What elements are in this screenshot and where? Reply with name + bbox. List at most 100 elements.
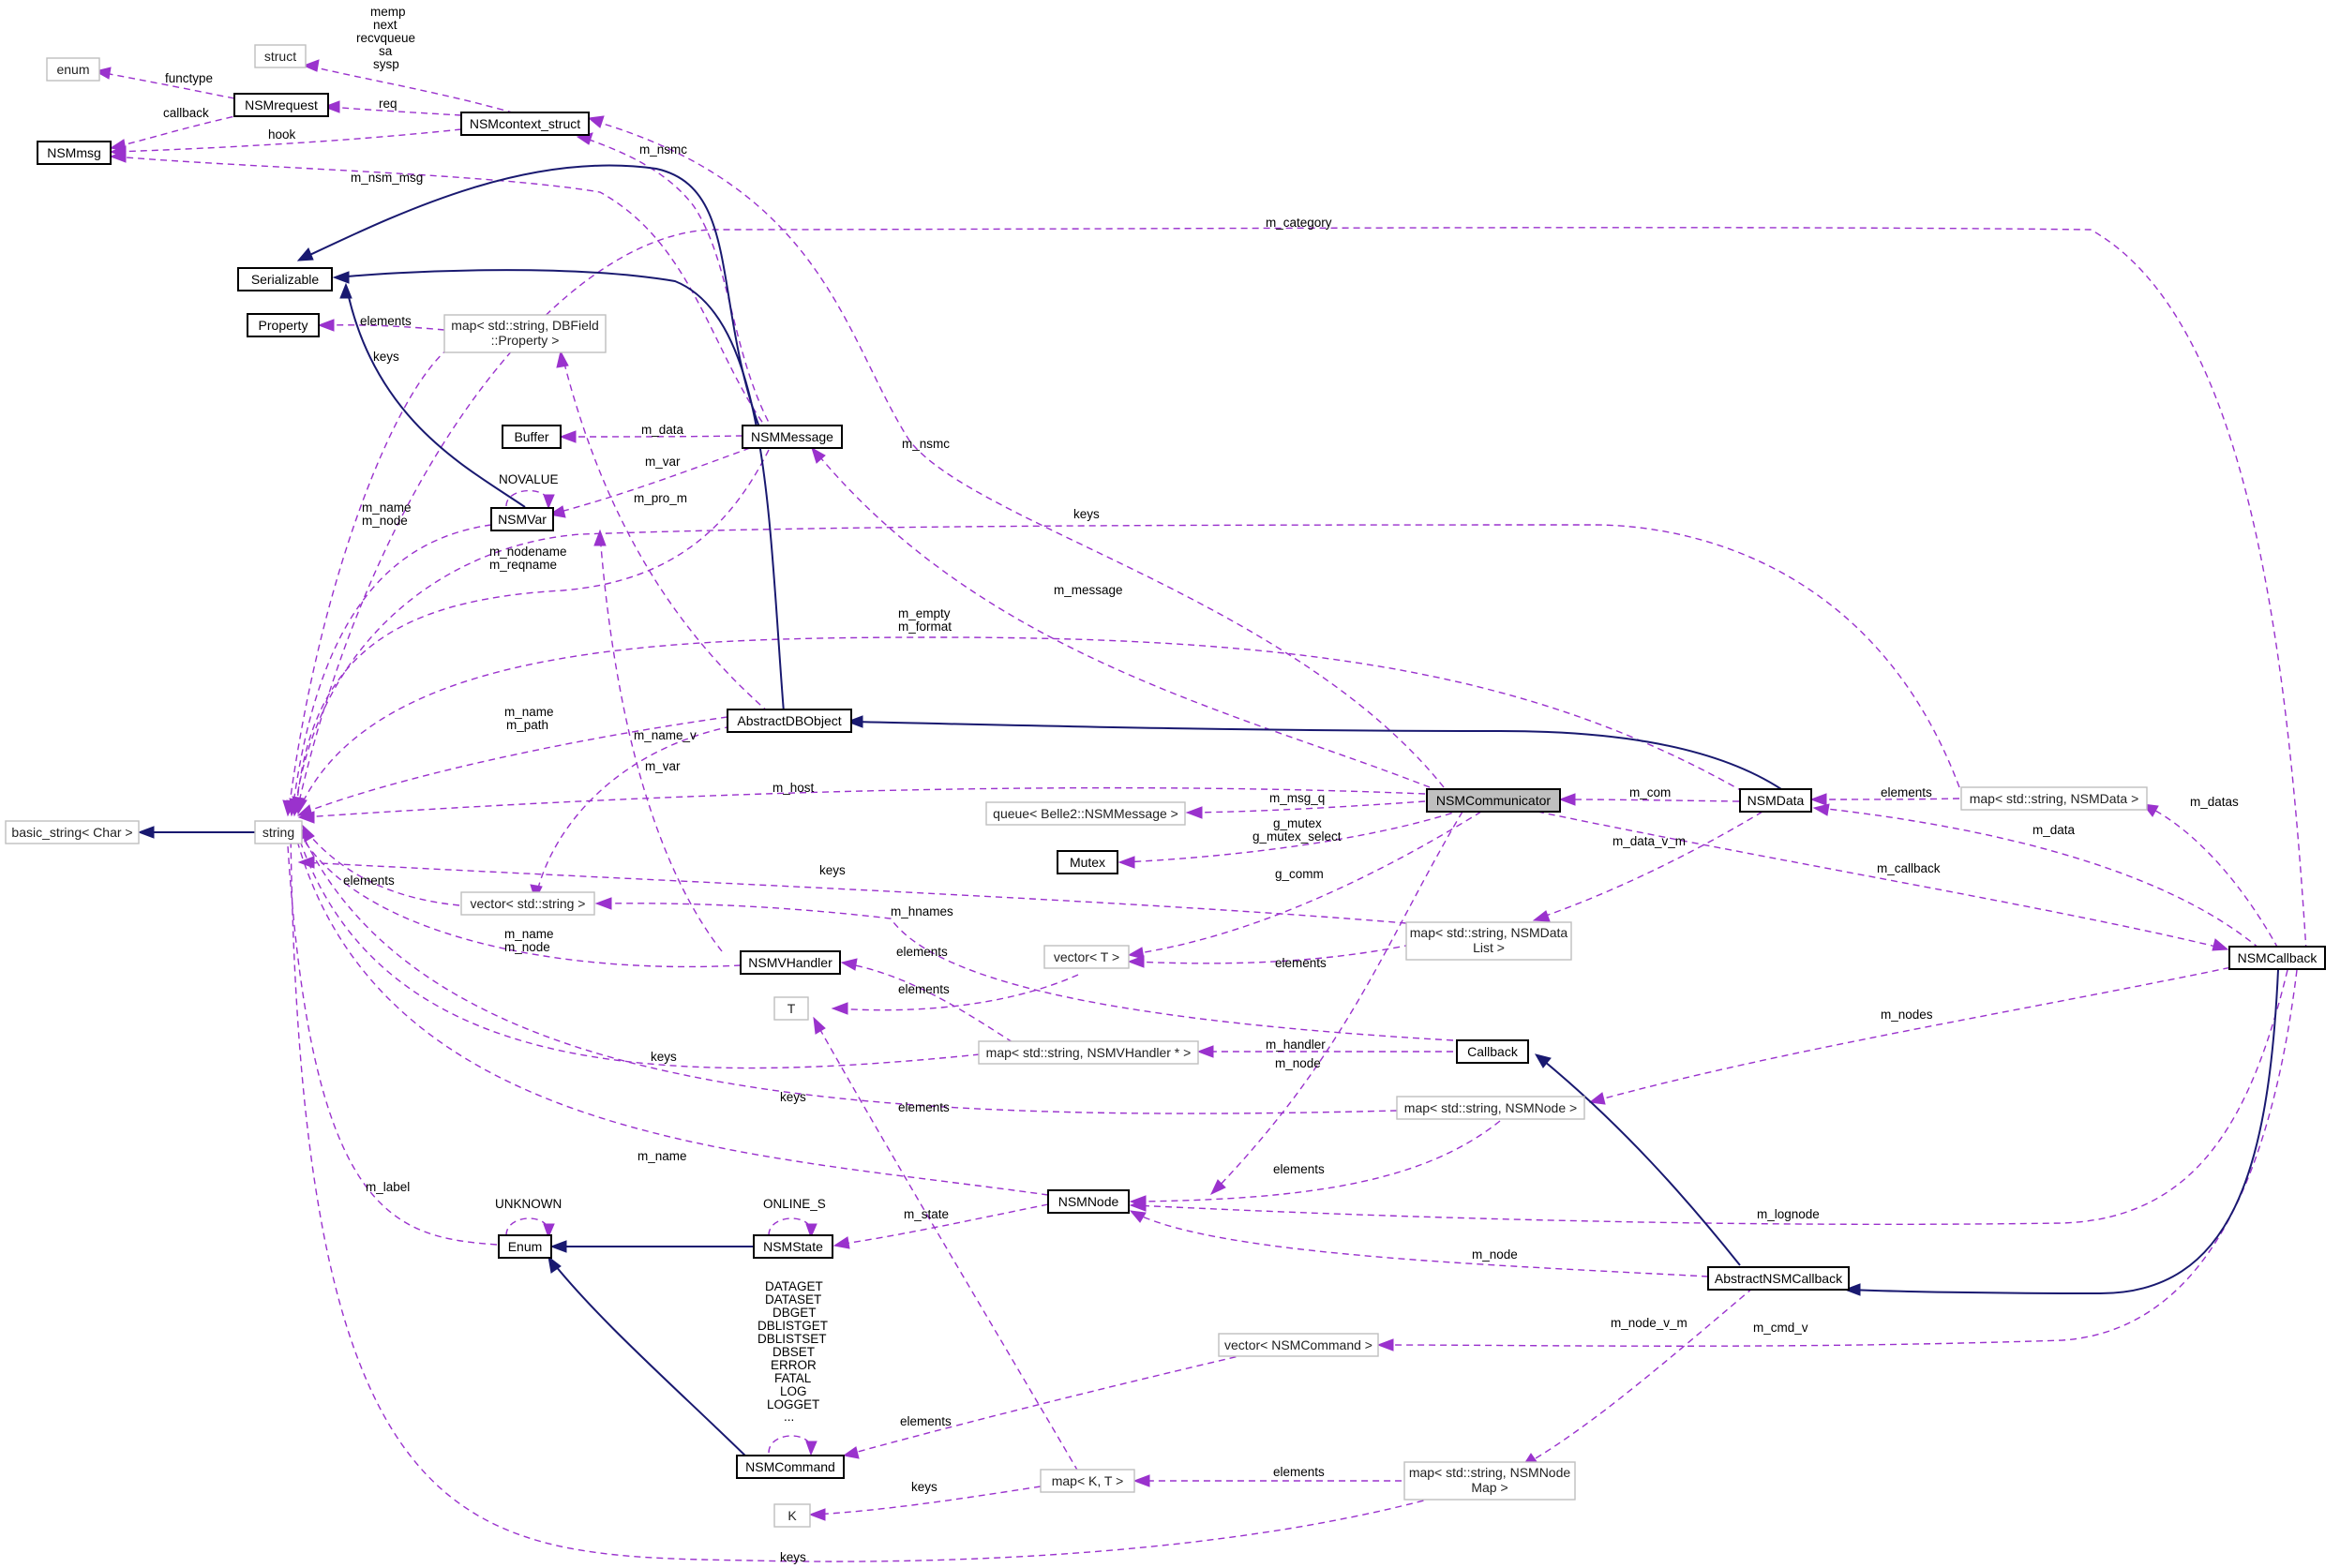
- svg-text:NSMVar: NSMVar: [498, 512, 547, 527]
- label-elements-kt: elements: [1273, 1465, 1325, 1479]
- edge-communicator-context: [587, 115, 1445, 788]
- node-nsmrequest[interactable]: NSMrequest: [233, 93, 329, 117]
- node-nsmcommand[interactable]: NSMCommand: [736, 1455, 845, 1479]
- label-recvqueue: recvqueue: [356, 31, 415, 45]
- edge-message-nsmmsg: [109, 150, 770, 432]
- label-m-var-msg: m_var: [645, 455, 681, 469]
- node-nsmdata[interactable]: NSMData: [1739, 788, 1812, 813]
- svg-text:NSMMessage: NSMMessage: [751, 429, 833, 444]
- node-vector-nsmcommand[interactable]: vector< NSMCommand >: [1218, 1333, 1379, 1357]
- edge-communicator-callback: [1537, 811, 2229, 951]
- node-basic-string[interactable]: basic_string< Char >: [5, 820, 140, 844]
- node-nsmcontext-struct[interactable]: NSMcontext_struct: [460, 112, 590, 136]
- label-cmd-2: DATASET: [765, 1292, 821, 1307]
- svg-text:NSMcontext_struct: NSMcontext_struct: [470, 116, 580, 131]
- edge-message-serializable: [296, 164, 760, 428]
- label-m-callback: m_callback: [1877, 861, 1941, 875]
- node-callback[interactable]: Callback: [1456, 1039, 1529, 1064]
- label-keys-nsmdata: keys: [1073, 507, 1100, 521]
- label-keys-nodemap: keys: [780, 1090, 806, 1104]
- label-sa: sa: [379, 44, 393, 58]
- node-nsmcommunicator[interactable]: NSMCommunicator: [1426, 788, 1561, 813]
- label-cmd-4: DBLISTGET: [758, 1319, 828, 1333]
- node-abstractdbobject[interactable]: AbstractDBObject: [727, 709, 852, 733]
- svg-text:NSMState: NSMState: [763, 1239, 823, 1254]
- label-m-name-h: m_name: [504, 927, 554, 941]
- label-m-name-db: m_name: [504, 705, 554, 719]
- svg-text:map< std::string, DBField: map< std::string, DBField: [451, 318, 599, 333]
- label-m-message: m_message: [1054, 583, 1123, 597]
- edge-callback-datamap: [2141, 803, 2279, 949]
- node-map-dbfield[interactable]: map< std::string, DBField ::Property >: [443, 314, 607, 353]
- node-map-nodemap[interactable]: map< std::string, NSMNode Map >: [1403, 1461, 1576, 1501]
- node-nsmcallback[interactable]: NSMCallback: [2228, 946, 2326, 970]
- node-property[interactable]: Property: [247, 313, 320, 337]
- node-abstractnsmcallback[interactable]: AbstractNSMCallback: [1707, 1266, 1850, 1291]
- label-m-lognode: m_lognode: [1757, 1207, 1820, 1221]
- edge-datalist-vectort: [1127, 936, 1445, 968]
- edge-communicator-vectort: [1127, 811, 1482, 960]
- edge-data-communicator: [1558, 793, 1740, 806]
- node-map-kt[interactable]: map< K, T >: [1040, 1469, 1135, 1493]
- node-map-vhandler[interactable]: map< std::string, NSMVHandler * >: [978, 1040, 1199, 1065]
- svg-text:List >: List >: [1473, 940, 1505, 955]
- label-m-node-v-m: m_node_v_m: [1611, 1316, 1688, 1330]
- node-buffer[interactable]: Buffer: [502, 425, 562, 449]
- edge-callback-abscallback: [1843, 969, 2279, 1296]
- svg-text:Serializable: Serializable: [251, 272, 320, 287]
- label-m-name-node: m_name: [638, 1149, 687, 1163]
- edge-nodemap-string: [297, 823, 1398, 1114]
- node-nsmmessage[interactable]: NSMMessage: [742, 425, 843, 449]
- node-enum-class[interactable]: Enum: [498, 1234, 552, 1259]
- node-map-nsmdata[interactable]: map< std::string, NSMData >: [1960, 786, 2148, 811]
- edge-communicator-node: [1209, 811, 1463, 1196]
- label-cmd-9: LOG: [780, 1384, 807, 1398]
- label-m-hnames: m_hnames: [891, 904, 953, 918]
- node-map-nsmnode[interactable]: map< std::string, NSMNode >: [1396, 1096, 1585, 1120]
- label-elements-vt: elements: [1275, 956, 1327, 970]
- edge-var-serializable: [339, 282, 526, 508]
- label-cmd-6: DBSET: [772, 1345, 815, 1359]
- node-vector-t[interactable]: vector< T >: [1043, 945, 1130, 969]
- label-cmd-10: LOGGET: [767, 1397, 819, 1411]
- node-t[interactable]: T: [773, 996, 809, 1021]
- svg-text:struct: struct: [264, 49, 296, 64]
- svg-text:map< K, T >: map< K, T >: [1052, 1473, 1124, 1488]
- edge-dbfieldmap-property: [317, 319, 445, 332]
- edge-datamap-data: [1809, 793, 1960, 806]
- label-elements-prop: elements: [360, 314, 412, 328]
- node-nsmnode[interactable]: NSMNode: [1047, 1189, 1130, 1214]
- node-nsmvar[interactable]: NSMVar: [490, 507, 554, 531]
- node-nsmmsg[interactable]: NSMmsg: [37, 141, 112, 165]
- edge-abscallback-callback: [1534, 1053, 1741, 1266]
- node-k[interactable]: K: [773, 1503, 811, 1528]
- svg-text:K: K: [788, 1508, 797, 1523]
- label-keys-dbfield: keys: [373, 350, 399, 364]
- label-m-nodes: m_nodes: [1881, 1008, 1933, 1022]
- edge-communicator-message: [811, 446, 1431, 788]
- svg-text:vector< std::string >: vector< std::string >: [471, 896, 586, 911]
- node-map-datalist[interactable]: map< std::string, NSMData List >: [1405, 921, 1572, 961]
- edge-mapkt-t: [813, 1016, 1079, 1472]
- node-string[interactable]: string: [254, 820, 303, 844]
- label-elements-t: elements: [898, 982, 950, 996]
- svg-text:map< std::string, NSMNode >: map< std::string, NSMNode >: [1404, 1100, 1577, 1115]
- label-cmd-5: DBLISTSET: [758, 1332, 827, 1346]
- node-enum[interactable]: enum: [46, 57, 100, 82]
- label-keys-bottom: keys: [780, 1550, 806, 1564]
- node-queue-nsmmessage[interactable]: queue< Belle2::NSMMessage >: [985, 801, 1186, 826]
- label-m-state: m_state: [904, 1207, 949, 1221]
- node-mutex[interactable]: Mutex: [1057, 850, 1118, 874]
- label-memp: memp: [370, 5, 406, 19]
- node-nsmvhandler[interactable]: NSMVHandler: [740, 950, 841, 975]
- label-cmd-7: ERROR: [771, 1358, 817, 1372]
- node-serializable[interactable]: Serializable: [237, 267, 333, 291]
- node-struct[interactable]: struct: [254, 44, 307, 68]
- label-elements-vec: elements: [343, 874, 395, 888]
- label-cmd-3: DBGET: [772, 1306, 817, 1320]
- label-m-name-var: m_name: [362, 500, 412, 515]
- node-nsmstate[interactable]: NSMState: [753, 1234, 833, 1259]
- edge-mapkt-k: [808, 1486, 1042, 1521]
- node-vector-string[interactable]: vector< std::string >: [460, 891, 595, 916]
- label-elements-cmd: elements: [900, 1414, 952, 1428]
